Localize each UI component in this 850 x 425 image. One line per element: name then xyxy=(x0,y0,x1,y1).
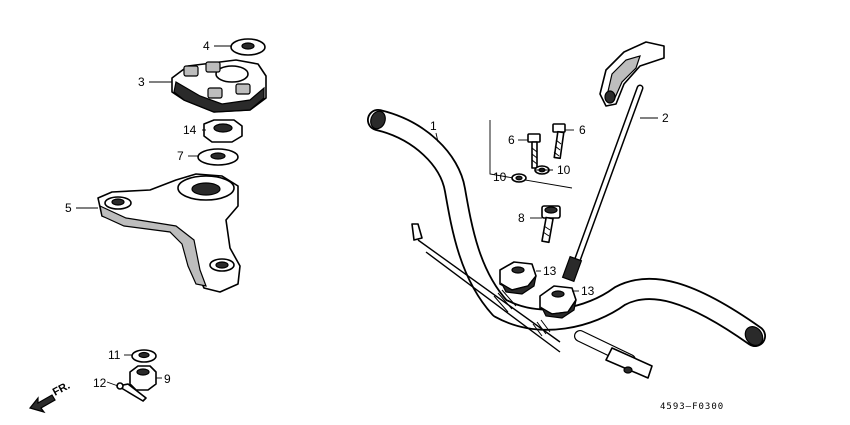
part-6-bolt-b xyxy=(552,123,566,160)
part-6-bolt-a xyxy=(527,133,541,169)
part-3-upper-holder xyxy=(171,59,267,113)
part-14-stem-nut xyxy=(203,119,243,143)
callout-6-left: 6 xyxy=(508,133,515,147)
callout-6-right: 6 xyxy=(579,123,586,137)
callout-4: 4 xyxy=(203,39,210,53)
callout-9: 9 xyxy=(164,372,171,386)
inset-bracket xyxy=(489,120,573,189)
callout-1: 1 xyxy=(430,119,437,133)
leader-lines xyxy=(76,45,658,387)
part-10-washer-a xyxy=(511,173,527,183)
callout-5: 5 xyxy=(65,201,72,215)
part-13-holder-a xyxy=(499,261,537,295)
front-label: FR. xyxy=(51,380,72,399)
diagram-code: 4593–F0300 xyxy=(660,402,724,412)
part-9-castle-nut xyxy=(129,365,157,391)
part-8-bolt xyxy=(541,205,561,244)
part-4-washer xyxy=(230,38,266,56)
front-direction-arrow-icon xyxy=(28,394,56,414)
callout-11: 11 xyxy=(108,348,121,362)
callout-2: 2 xyxy=(662,111,669,125)
callout-14: 14 xyxy=(183,123,197,137)
part-7-washer xyxy=(197,148,239,166)
callout-3: 3 xyxy=(138,75,145,89)
part-13-holder-b xyxy=(539,285,577,319)
callout-12: 12 xyxy=(93,376,107,390)
part-5-lower-bracket xyxy=(97,173,241,293)
callout-10-right: 10 xyxy=(557,163,571,177)
part-1-handlebar xyxy=(367,109,766,379)
callout-7: 7 xyxy=(177,149,184,163)
part-11-washer xyxy=(131,349,157,363)
part-2-control-rod xyxy=(561,41,665,283)
callout-8: 8 xyxy=(518,211,525,225)
callout-10-left: 10 xyxy=(493,170,507,184)
callout-13-lower: 13 xyxy=(581,284,595,298)
callout-13-upper: 13 xyxy=(543,264,557,278)
